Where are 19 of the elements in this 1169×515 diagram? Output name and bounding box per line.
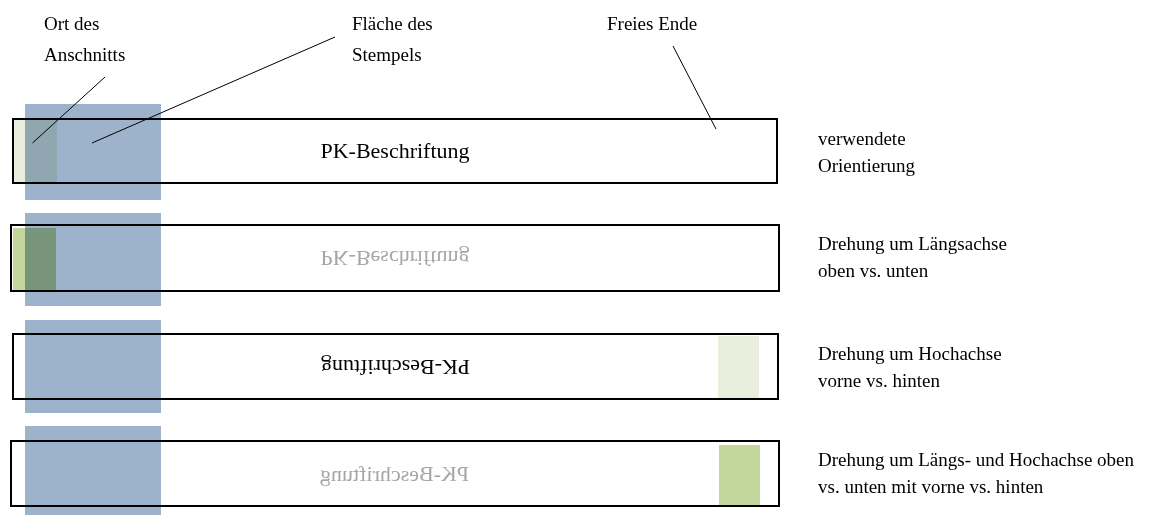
stamp-area	[25, 213, 161, 306]
callout-label: Fläche des Stempels	[352, 12, 434, 67]
orientation-description: verwendete Orientierung	[818, 127, 917, 178]
strip-text: PK-Beschriftung	[320, 137, 470, 165]
cut-area	[719, 445, 760, 505]
leader-line	[672, 45, 717, 130]
orientation-description: Drehung um Längsachse oben vs. unten	[818, 232, 1008, 283]
orientation-description: Drehung um Längs- und Hochachse oben vs. unten mit vorne vs. hinten	[818, 448, 1136, 499]
leader-line	[91, 36, 336, 144]
stamp-area	[25, 320, 161, 413]
strip-text: PK-Beschriftung	[320, 353, 471, 381]
strip-text: PK-Beschriftung	[320, 459, 470, 488]
callout-label: Freies Ende	[607, 12, 699, 36]
strip-text: PK-Beschriftung	[320, 245, 470, 272]
orientation-description: Drehung um Hochachse vorne vs. hinten	[818, 342, 1003, 393]
cut-area	[718, 336, 759, 398]
stamp-area	[25, 426, 161, 515]
callout-label: Ort des Anschnitts	[44, 12, 127, 67]
stamp-area	[25, 104, 161, 200]
